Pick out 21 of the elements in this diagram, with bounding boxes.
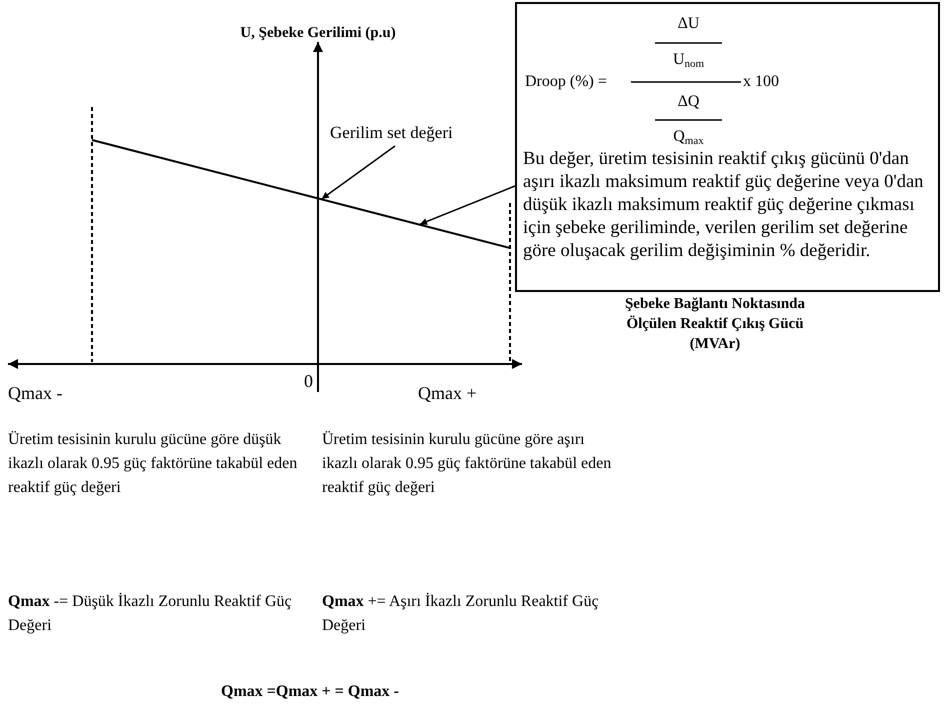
description-text: Bu değer, üretim tesisinin reaktif çıkış gücünü 0'dan aşırı ikazlı maksimum reaktif güç değerine veya 0'dan düşük ikazlı maksimum reaktif güç değerine çıkması için şebeke geriliminde, verilen gerilim set değerine göre oluşacak gerilim değişiminin % değeridir. bbox=[523, 148, 924, 263]
formula-text: Droop (%) = bbox=[525, 72, 608, 92]
tick-label: Qmax - bbox=[8, 382, 64, 405]
formula-text: ΔQ bbox=[676, 92, 700, 112]
tick-label: Qmax + bbox=[418, 382, 478, 405]
note-text: Üretim tesisinin kurulu gücüne göre düşük ikazlı olarak 0.95 güç faktörüne takabül eden reaktif güç değeri bbox=[8, 430, 298, 498]
tick-label: 0 bbox=[304, 370, 314, 393]
equation-text: Qmax =Qmax + = Qmax - bbox=[220, 682, 400, 702]
definition-text: Qmax -= Düşük İkazlı Zorunlu Reaktif Güç Değeri bbox=[8, 592, 293, 636]
note-text: Üretim tesisinin kurulu gücüne göre aşırı ikazlı olarak 0.95 güç faktörüne takabül eden reaktif güç değeri bbox=[322, 430, 612, 498]
axis-title: U, Şebeke Gerilimi (p.u) bbox=[239, 24, 397, 43]
formula-text: x 100 bbox=[743, 72, 780, 92]
leader-arrow bbox=[321, 145, 396, 200]
definition-text: Qmax += Aşırı İkazlı Zorunlu Reaktif Güç Değeri bbox=[322, 592, 600, 636]
definition-box bbox=[515, 2, 940, 292]
formula-text: U$_{nom}$ bbox=[672, 50, 706, 72]
leader-arrow bbox=[420, 185, 516, 225]
formula-text: Q$_{max}$ bbox=[672, 127, 705, 149]
axis-title: Şebeke Bağlantı Noktasında Ölçülen Reaktif Çıkış Gücü (MVAr) bbox=[624, 295, 806, 354]
annotation-text: Gerilim set değeri bbox=[330, 120, 453, 146]
formula-text: ΔU bbox=[676, 14, 700, 34]
